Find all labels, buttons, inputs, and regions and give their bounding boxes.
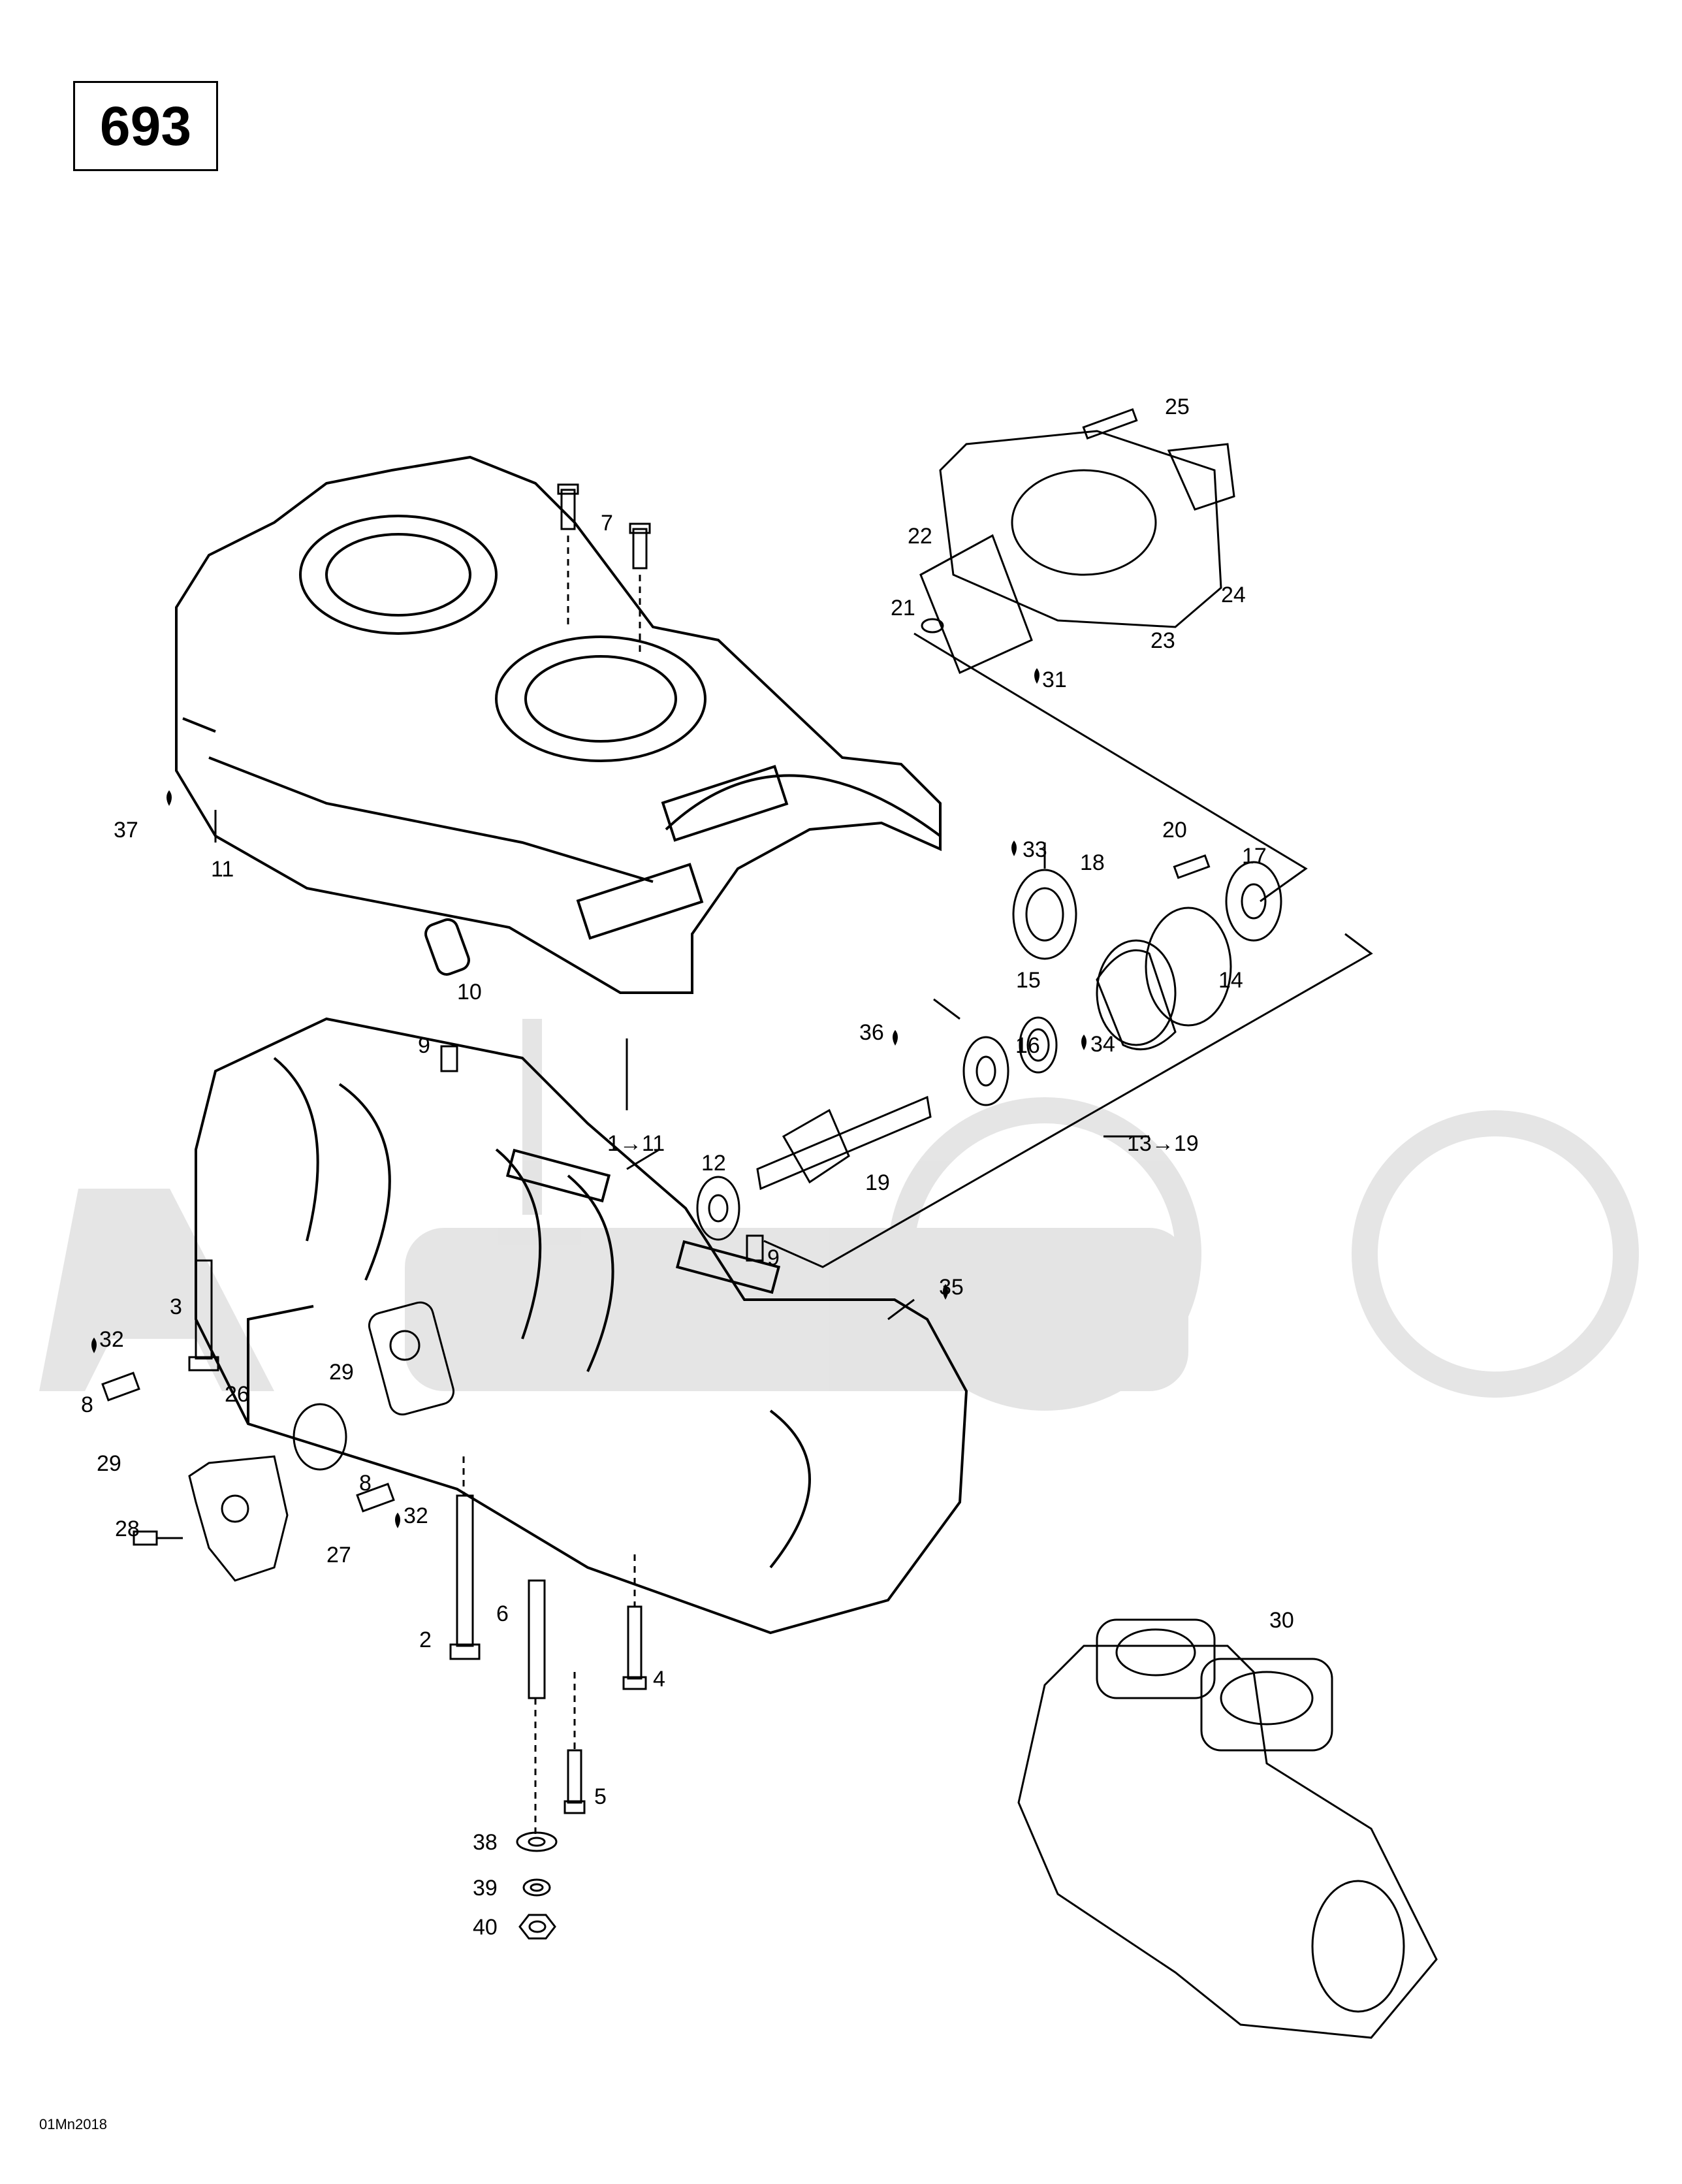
callout-9b: 9 [767,1245,780,1270]
callout-24: 24 [1221,583,1246,607]
leader-lines [214,632,1373,1321]
callout-40: 40 [473,1915,498,1940]
callout-11: 11 [211,857,234,882]
callout-39: 39 [473,1876,498,1901]
callout-6: 6 [496,1601,509,1626]
callout-9a: 9 [418,1033,430,1058]
callout-labels: 7 37 11 10 9 1→11 12 9 19 36 16 15 34 13… [81,394,1294,1940]
callout-17: 17 [1242,844,1267,869]
lower-crankcase [195,1017,968,1635]
callout-30: 30 [1269,1608,1294,1633]
callout-33: 33 [1023,837,1047,862]
end-cover [919,408,1235,675]
callout-13-19: 13→19 [1127,1131,1199,1156]
upper-crankcase [175,455,942,994]
callout-28: 28 [115,1517,140,1541]
callout-16: 16 [1015,1033,1040,1058]
callout-31: 31 [1042,667,1067,692]
callout-2: 2 [419,1628,432,1652]
callout-10: 10 [457,980,482,1004]
page-number-box: 693 [73,81,218,171]
lubricant-drop-icons [91,668,1087,1528]
callout-5: 5 [594,1784,607,1809]
callout-35: 35 [939,1275,964,1300]
nut-and-washers [516,1831,558,1940]
lower-bolts [188,1259,647,1835]
drawing-code: 01Mn2018 [39,2116,107,2132]
callout-18: 18 [1080,850,1105,875]
callout-38: 38 [473,1830,498,1855]
callout-26: 26 [225,1382,249,1407]
dowel-pins [440,1045,764,1262]
callout-29a: 29 [97,1451,121,1476]
callout-23: 23 [1150,628,1175,653]
callout-8a: 8 [81,1392,93,1417]
callout-37: 37 [114,818,138,843]
callout-15: 15 [1016,968,1041,993]
callout-29b: 29 [329,1360,354,1385]
callout-7: 7 [601,511,613,536]
callout-36: 36 [859,1020,884,1045]
callout-12: 12 [701,1151,726,1176]
callout-1-11: 1→11 [607,1131,665,1156]
callout-19: 19 [865,1170,890,1195]
watermark [39,1019,1639,1411]
callout-8b: 8 [359,1471,372,1496]
crankshaft-parts [696,854,1282,1241]
callout-25: 25 [1165,394,1190,419]
callout-34: 34 [1090,1032,1115,1057]
callout-32a: 32 [99,1327,124,1352]
callout-4: 4 [653,1667,665,1692]
callout-22: 22 [908,524,932,549]
assembled-engine-thumbnail [1017,1618,1438,2039]
callout-20: 20 [1162,818,1187,843]
callout-27: 27 [326,1543,351,1567]
page-number: 693 [99,95,192,157]
oil-pump-assembly [101,1301,455,1582]
callout-21: 21 [891,596,915,620]
callout-32b: 32 [404,1503,428,1528]
callout-14: 14 [1218,968,1243,993]
bolt-7-pair [557,483,651,653]
callout-3: 3 [170,1294,182,1319]
